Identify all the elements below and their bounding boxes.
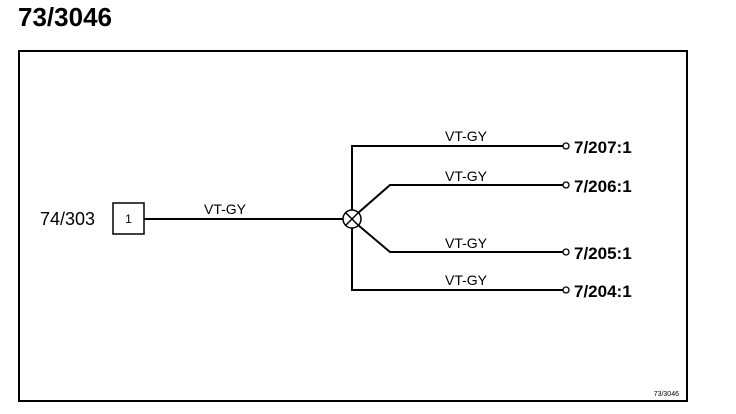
source-pin-box (112, 202, 145, 235)
branch-2-color-label: VT-GY (445, 168, 488, 184)
terminal-7-204 (562, 286, 570, 294)
splice-cross-b (345, 212, 359, 226)
branch-1-color-label: VT-GY (445, 128, 488, 144)
connector-7-206-label: 7/206:1 (574, 177, 632, 196)
terminal-7-205 (562, 248, 570, 256)
branch-3-color-label: VT-GY (445, 235, 488, 251)
diagram-ref-label: 73/3046 (654, 391, 679, 398)
branch-wire-7-206 (357, 184, 563, 214)
connector-7-207-label: 7/207:1 (574, 138, 632, 157)
branch-4-color-label: VT-GY (445, 272, 488, 288)
branch-wire-7-205 (357, 224, 563, 253)
connector-7-204-label: 7/204:1 (574, 282, 632, 301)
terminal-7-207 (562, 142, 570, 150)
branch-wire-7-204 (351, 228, 563, 291)
source-pin-label: 1 (125, 212, 132, 226)
branch-wire-7-207 (351, 145, 563, 210)
diagram-frame (18, 50, 688, 402)
terminal-7-206 (562, 181, 570, 189)
source-connector-label: 74/303 (40, 209, 95, 229)
main-wire-color-label: VT-GY (204, 201, 247, 217)
diagram-title: 73/3046 (18, 2, 112, 32)
connector-7-205-label: 7/205:1 (574, 244, 632, 263)
